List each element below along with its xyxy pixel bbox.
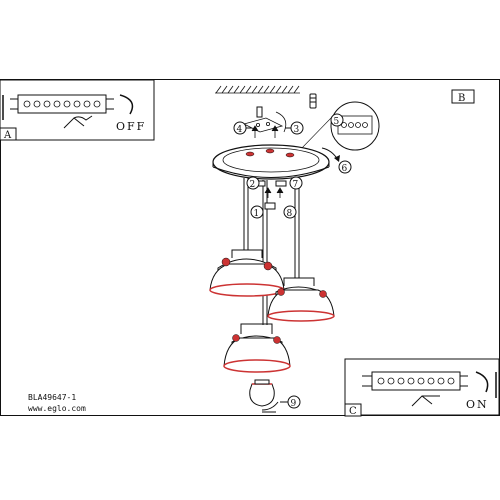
panel-b-label: B	[458, 93, 465, 104]
terminal-block-icon	[362, 371, 468, 391]
callout-7: 7	[289, 176, 303, 190]
switch-on-icon	[411, 395, 440, 407]
pendant-shade-3	[223, 323, 291, 373]
panel-a-label: A	[3, 130, 12, 141]
callout-2: 2	[246, 176, 260, 190]
svg-text:8: 8	[287, 209, 293, 219]
panel-c-label: C	[349, 406, 357, 417]
model-code: BLA49647-1	[28, 393, 76, 402]
mounting-bracket	[242, 111, 287, 133]
svg-text:7: 7	[293, 180, 299, 190]
svg-text:9: 9	[291, 399, 297, 409]
switch-off-icon	[63, 115, 93, 129]
panel-b: B	[451, 89, 475, 104]
canopy	[212, 144, 330, 180]
callout-1: 1	[250, 205, 264, 219]
panel-a: OFF A	[0, 79, 155, 141]
panel-a-state: OFF	[116, 120, 146, 133]
callout-4: 4	[233, 121, 252, 135]
screw-icon	[256, 93, 317, 118]
callout-9: 9	[280, 395, 301, 409]
svg-text:2: 2	[250, 180, 256, 190]
callout-6: 6	[321, 147, 352, 174]
panel-c-state: ON	[466, 398, 489, 411]
svg-text:1: 1	[254, 209, 260, 219]
pendant-shade-1	[209, 249, 285, 297]
callout-3: 3	[285, 121, 304, 135]
svg-text:4: 4	[237, 125, 243, 135]
pendant-shade-2	[267, 277, 335, 322]
svg-text:3: 3	[294, 125, 300, 135]
cable-grip	[254, 180, 287, 210]
callout-8: 8	[283, 205, 297, 219]
callout-5: 5	[330, 113, 344, 127]
bulb-icon	[249, 379, 279, 413]
svg-text:6: 6	[342, 164, 348, 174]
website: www.eglo.com	[28, 404, 86, 413]
ceiling-hatch	[215, 85, 300, 94]
panel-c: ON C	[344, 358, 500, 417]
terminal-block-icon	[10, 94, 114, 114]
svg-text:5: 5	[334, 117, 340, 127]
